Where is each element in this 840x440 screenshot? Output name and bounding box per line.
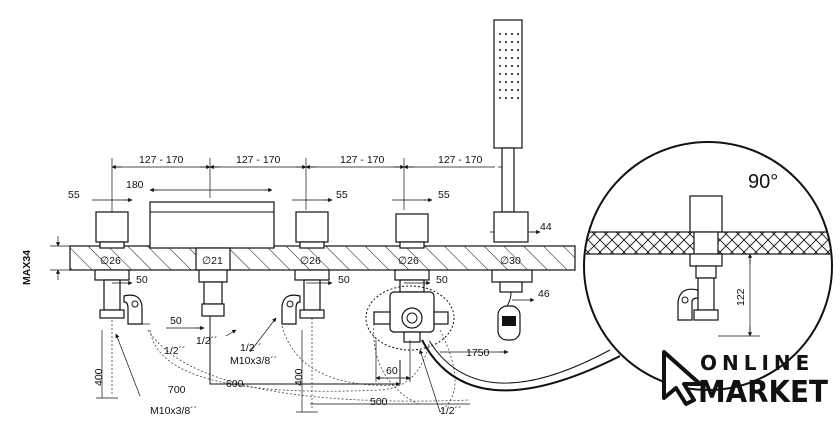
svg-text:ONLINE: ONLINE [700, 351, 814, 375]
diverter [365, 213, 455, 351]
diam-30-label: ∅30 [500, 255, 521, 267]
width-180-label: 180 [126, 179, 144, 191]
half-inch-label-4: 1/2´´ [440, 405, 462, 417]
spout [149, 201, 275, 317]
h400-label-a: 400 [93, 368, 105, 386]
half-inch-label-2: 1/2´´ [164, 345, 186, 357]
m10-label-a: M10x3/8´´ [230, 355, 277, 367]
angle-90-label: 90° [748, 171, 778, 193]
deck-slab [69, 245, 576, 271]
diam-26-label-c: ∅26 [398, 255, 419, 267]
svg-text:MARKET: MARKET [698, 375, 828, 410]
b50-label-d: 50 [170, 315, 182, 327]
h400-label-b: 400 [293, 368, 305, 386]
b46-label: 46 [538, 288, 550, 300]
m10-label-b: M10x3/8´´ [150, 405, 197, 417]
cursor-icon [662, 350, 702, 406]
l600-label: 600 [226, 378, 244, 390]
spacing-label-3: 127 - 170 [340, 154, 385, 166]
diam-26-label-a: ∅26 [100, 255, 121, 267]
detail-view [583, 141, 833, 391]
b50-label-b: 50 [338, 274, 350, 286]
width-55-label-c: 55 [438, 189, 450, 201]
l1750-label: 1750 [466, 347, 490, 359]
hand-shower [491, 19, 533, 341]
l60-label: 60 [386, 365, 398, 377]
half-inch-label-3: 1/2´´ [240, 342, 262, 354]
diam-26-label-b: ∅26 [300, 255, 321, 267]
l700-label: 700 [168, 384, 186, 396]
online-market-logo: ONLINE MARKET [662, 350, 828, 410]
spacing-label-1: 127 - 170 [139, 154, 184, 166]
detail-circle [365, 285, 455, 351]
width-55-label-b: 55 [336, 189, 348, 201]
spacing-label-2: 127 - 170 [236, 154, 281, 166]
hoses [111, 318, 621, 413]
handle-1 [94, 211, 150, 325]
width-55-label-a: 55 [68, 189, 80, 201]
b50-label-a: 50 [136, 274, 148, 286]
b50-label-c: 50 [436, 274, 448, 286]
max34-label: MAX34 [21, 250, 33, 285]
handle-2 [281, 211, 330, 325]
diam-21-label: ∅21 [202, 255, 223, 267]
l500-label: 500 [370, 396, 388, 408]
h122-label: 122 [735, 288, 747, 306]
spacing-label-4: 127 - 170 [438, 154, 483, 166]
width-44-label: 44 [540, 221, 552, 233]
half-inch-label-1: 1/2´´ [196, 335, 218, 347]
